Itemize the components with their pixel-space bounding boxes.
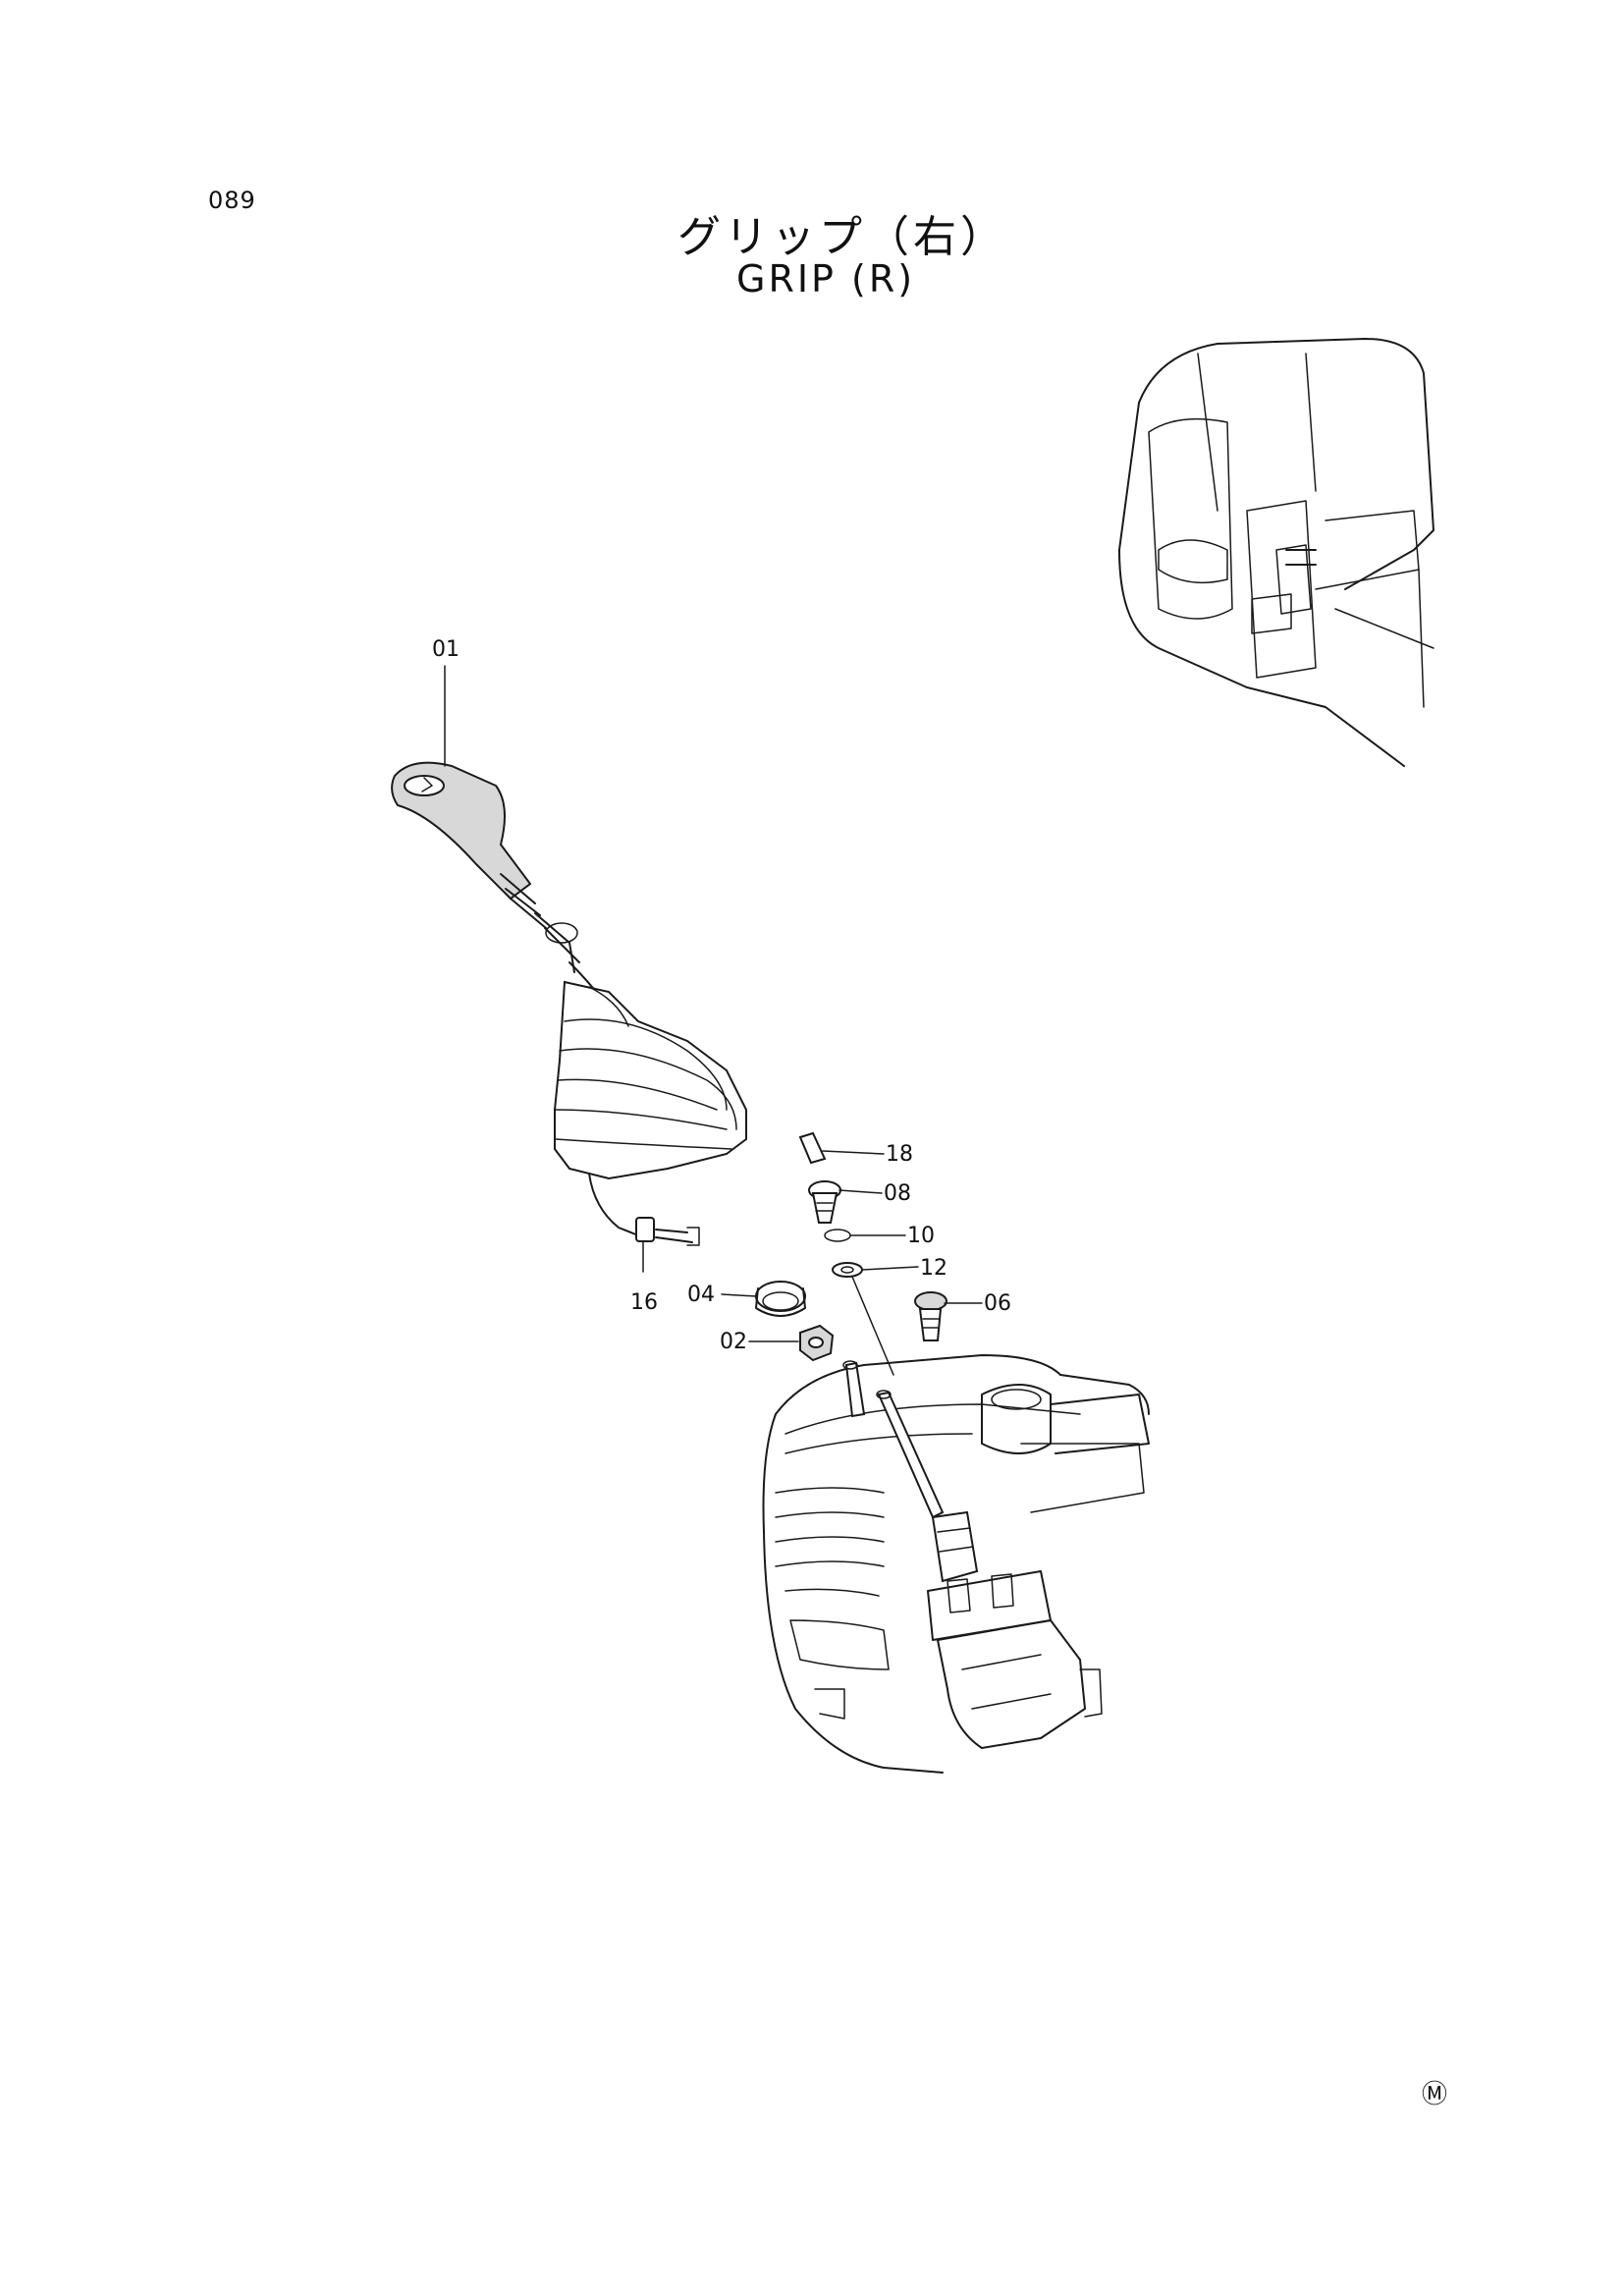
callout-10: 10 — [907, 1224, 935, 1248]
callout-01: 01 — [432, 637, 460, 662]
callout-16: 16 — [630, 1290, 658, 1315]
callout-labels: 01 02 04 06 08 10 12 16 18 — [432, 637, 1011, 1354]
callout-08: 08 — [884, 1181, 911, 1206]
part-01-grip — [391, 761, 747, 1236]
callout-06: 06 — [984, 1291, 1011, 1316]
pilot-valve-assembly — [762, 1354, 1150, 1774]
part-18-pin — [798, 1131, 827, 1165]
callout-04: 04 — [687, 1283, 715, 1307]
part-06-bolt — [914, 1291, 947, 1341]
part-16-connector — [635, 1217, 700, 1246]
m-mark: Ⓜ — [1422, 2080, 1448, 2109]
part-04-band — [755, 1281, 806, 1317]
part-08-bolt — [808, 1180, 841, 1224]
page-number: 089 — [208, 187, 256, 214]
part-12-washer — [832, 1262, 863, 1278]
leader-lines — [444, 665, 983, 1376]
callout-18: 18 — [886, 1142, 913, 1167]
title-english: GRIP (R) — [736, 257, 916, 301]
cab-location-inset — [1118, 338, 1434, 767]
part-02-nut — [799, 1324, 835, 1362]
callout-12: 12 — [920, 1256, 947, 1281]
callout-02: 02 — [720, 1330, 747, 1354]
part-10-spring-washer — [824, 1229, 851, 1242]
title-japanese: グリップ（右） — [677, 212, 1007, 262]
